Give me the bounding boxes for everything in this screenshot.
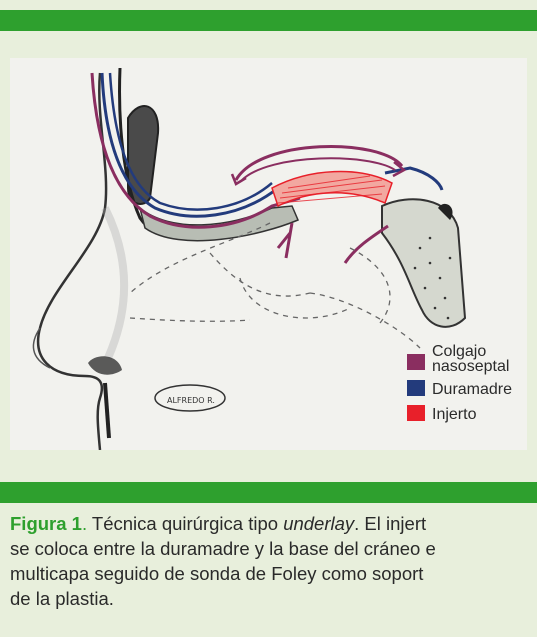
caption-text-1a: Técnica quirúrgica tipo [87, 513, 283, 534]
signature: ALFREDO R. [167, 396, 215, 405]
caption-line-2: se coloca entre la duramadre y la base d… [10, 536, 537, 561]
bottom-green-band [0, 482, 537, 503]
caption-line-4: de la plastia. [10, 586, 537, 611]
figure-caption: Figura 1. Técnica quirúrgica tipo underl… [10, 511, 537, 611]
figure-illustration: ALFREDO R. Colgajo nasoseptal Duramadre … [10, 58, 527, 450]
legend-swatch-dura [407, 380, 425, 396]
caption-text-1b: . El injert [354, 513, 426, 534]
top-green-band [0, 10, 537, 31]
legend-swatch-flap [407, 354, 425, 370]
surgical-drawing: ALFREDO R. Colgajo nasoseptal Duramadre … [10, 58, 527, 450]
legend-label-graft: Injerto [432, 406, 477, 423]
legend-label-flap-2: nasoseptal [432, 358, 509, 375]
legend-label-dura: Duramadre [432, 381, 512, 398]
caption-figure-label: Figura 1. [10, 513, 87, 534]
caption-line-3: multicapa seguido de sonda de Foley como… [10, 561, 537, 586]
legend-swatch-graft [407, 405, 425, 421]
caption-italic-term: underlay [283, 513, 354, 534]
caption-line-1: Figura 1. Técnica quirúrgica tipo underl… [10, 511, 537, 536]
